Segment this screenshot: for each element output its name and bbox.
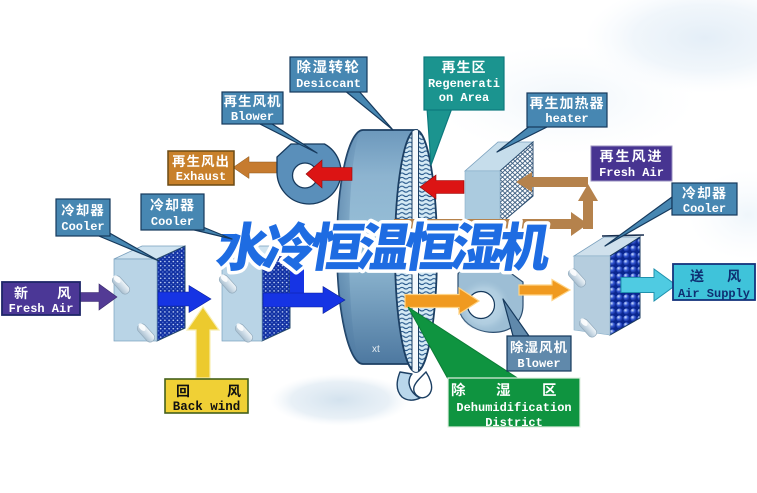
- svg-text:Exhaust: Exhaust: [176, 170, 226, 184]
- svg-text:Blower: Blower: [517, 357, 560, 371]
- svg-text:Cooler: Cooler: [61, 220, 104, 234]
- svg-text:on Area: on Area: [439, 91, 489, 105]
- svg-text:heater: heater: [545, 112, 588, 126]
- svg-text:Cooler: Cooler: [683, 202, 726, 216]
- svg-text:Back wind: Back wind: [173, 400, 241, 414]
- svg-text:Blower: Blower: [231, 110, 274, 124]
- svg-text:Air Supply: Air Supply: [678, 287, 750, 301]
- svg-text:Regenerati: Regenerati: [428, 77, 500, 91]
- svg-text:Fresh Air: Fresh Air: [599, 166, 664, 180]
- svg-text:District: District: [485, 416, 543, 430]
- svg-text:xt: xt: [372, 344, 380, 355]
- svg-text:Desiccant: Desiccant: [296, 77, 361, 91]
- svg-text:Cooler: Cooler: [151, 215, 194, 229]
- svg-text:Fresh Air: Fresh Air: [9, 302, 74, 316]
- svg-text:Dehumidification: Dehumidification: [456, 401, 571, 415]
